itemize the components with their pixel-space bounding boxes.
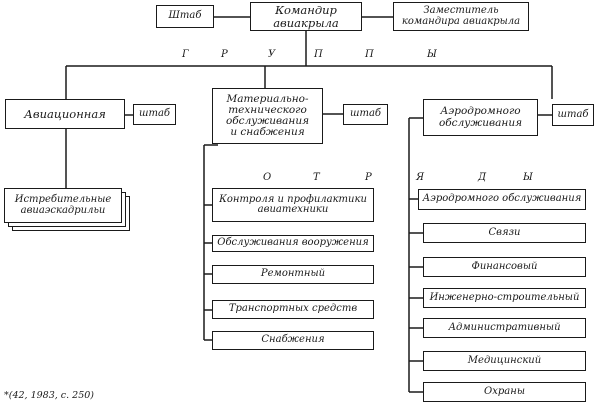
mts-group-box: Материально- технического обслуживания и…	[212, 88, 323, 144]
airfield-unit-label: Медицинский	[467, 354, 542, 366]
airfield-hq-box: штаб	[552, 104, 594, 126]
otr-letter: Р	[365, 172, 372, 183]
mts-unit-box: Обслуживания вооружения	[212, 235, 374, 252]
mts-label-line2: технического	[228, 103, 307, 116]
aviation-hq-box: штаб	[133, 104, 176, 125]
airfield-unit-box: Медицинский	[423, 351, 586, 371]
airfield-label-line1: Аэродромного	[440, 105, 521, 118]
airfield-unit-label: Административный	[448, 321, 561, 333]
airfield-unit-box: Охраны	[423, 382, 586, 402]
airfield-unit-box: Административный	[423, 318, 586, 338]
mts-label-line1: Материально-	[226, 92, 309, 105]
fighter-squadrons-box: Истребительные авиаэскадрильи	[4, 188, 122, 223]
mts-unit-label: Снабжения	[261, 334, 325, 346]
groups-letter: Ы	[427, 49, 437, 60]
ryady-letter: Я	[416, 172, 425, 183]
otr-letter: О	[263, 172, 272, 183]
mts-hq-box: штаб	[343, 104, 388, 125]
airfield-label-line2: обслуживания	[438, 116, 523, 129]
commander-box: Командир авиакрыла	[250, 2, 362, 31]
hq-box: Штаб	[156, 5, 214, 28]
airfield-unit-label: Связи	[488, 226, 521, 238]
otr-letter: Т	[313, 172, 320, 183]
groups-letter: П	[365, 49, 374, 60]
airfield-unit-label: Финансовый	[471, 260, 538, 272]
squadrons-label-line2: авиаэскадрильи	[20, 204, 106, 216]
aviation-group-box: Авиационная	[5, 99, 125, 129]
deputy-label-line2: командира авиакрыла	[401, 15, 521, 27]
groups-letter: У	[268, 49, 276, 60]
airfield-unit-box: Аэродромного обслуживания	[418, 189, 586, 210]
groups-letter: Г	[182, 49, 189, 60]
airfield-hq-label: штаб	[557, 108, 589, 120]
airfield-unit-label: Аэродромного обслуживания	[422, 193, 582, 205]
mts-unit-label: Ремонтный	[260, 268, 326, 280]
squadrons-label-line1: Истребительные	[14, 194, 112, 205]
airfield-unit-box: Инженерно-строительный	[423, 288, 586, 308]
mts-label-line4: и снабжения	[230, 126, 305, 139]
mts-unit-box: Снабжения	[212, 331, 374, 350]
groups-letter: П	[314, 49, 323, 60]
commander-label-line2: авиакрыла	[273, 15, 339, 30]
mts-hq-label: штаб	[349, 108, 382, 120]
mts-unit-label: Контроля и профилактики	[219, 193, 367, 205]
deputy-label-line1: Заместитель	[423, 5, 499, 16]
groups-letter: Р	[221, 49, 228, 60]
airfield-group-box: Аэродромного обслуживания	[423, 99, 538, 136]
aviation-hq-label: штаб	[138, 108, 171, 120]
ryady-letter: Д	[478, 172, 487, 183]
mts-unit-label: авиатехники	[257, 204, 329, 215]
hq-label: Штаб	[168, 10, 202, 22]
airfield-unit-box: Финансовый	[423, 257, 586, 277]
mts-unit-box: Транспортных средств	[212, 300, 374, 319]
source-footnote: *(42, 1983, с. 250)	[4, 390, 94, 401]
airfield-unit-label: Инженерно-строительный	[429, 291, 580, 303]
mts-unit-label: Обслуживания вооружения	[217, 237, 369, 249]
airfield-unit-label: Охраны	[484, 385, 525, 397]
aviation-group-label: Авиационная	[24, 106, 106, 121]
ryady-letter: Ы	[523, 172, 533, 183]
deputy-commander-box: Заместитель командира авиакрыла	[393, 2, 529, 31]
airfield-unit-box: Связи	[423, 223, 586, 243]
mts-label-line3: обслуживания	[225, 115, 310, 127]
mts-unit-box: Контроля и профилактики авиатехники	[212, 188, 374, 222]
mts-unit-box: Ремонтный	[212, 265, 374, 284]
mts-unit-label: Транспортных средств	[228, 303, 358, 315]
commander-label-line1: Командир	[275, 3, 337, 18]
